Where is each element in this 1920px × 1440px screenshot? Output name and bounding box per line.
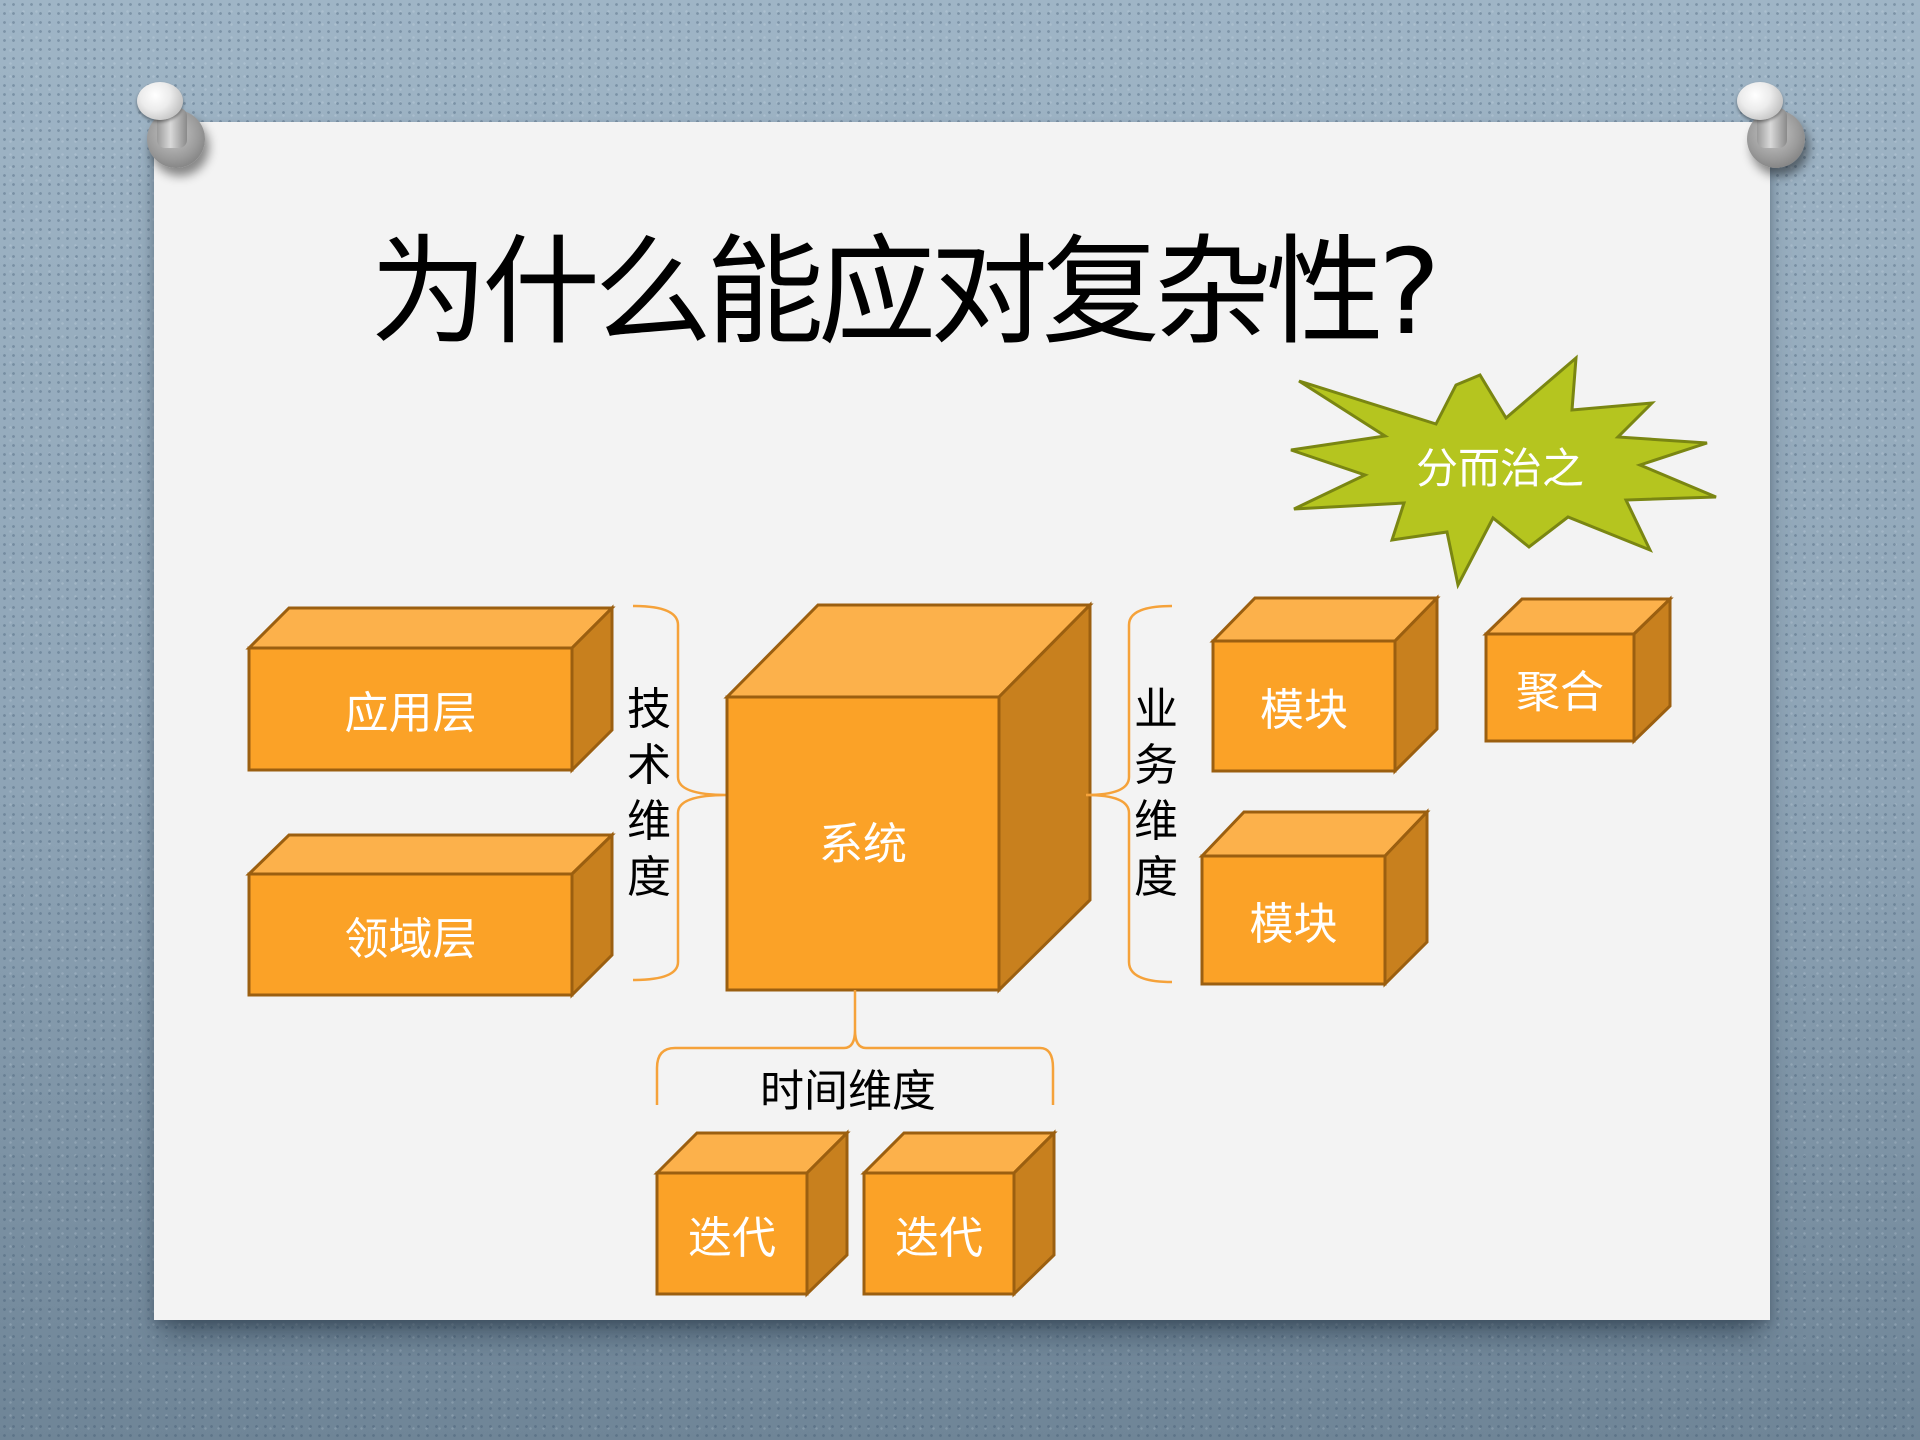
callout-divide-and-conquer: 分而治之 [1415, 443, 1584, 493]
label-module-2: 模块 [1249, 899, 1338, 950]
label-aggregate: 聚合 [1516, 666, 1604, 718]
business-dimension-label: 业 务 维 度 [1134, 684, 1178, 903]
starburst-callout-shape [1290, 354, 1717, 590]
box-module-2 [1198, 808, 1431, 988]
label-system: 系统 [819, 819, 907, 870]
box-iteration-2 [860, 1129, 1058, 1298]
label-iteration-1: 迭代 [688, 1212, 776, 1264]
box-application-layer [245, 604, 616, 774]
time-dimension-label: 时间维度 [760, 1066, 936, 1117]
time-bracket [655, 990, 1055, 1105]
pushpin-left-icon [135, 82, 215, 172]
box-aggregate [1482, 595, 1674, 745]
box-module-1 [1209, 594, 1441, 775]
business-bracket [1085, 604, 1173, 984]
box-system-cube [723, 601, 1094, 994]
label-iteration-2: 迭代 [895, 1212, 983, 1264]
label-domain-layer: 领域层 [344, 913, 477, 965]
box-iteration-1 [653, 1129, 851, 1298]
label-application-layer: 应用层 [344, 688, 477, 739]
technical-dimension-label: 技 术 维 度 [627, 684, 671, 903]
pushpin-right-icon [1735, 82, 1815, 172]
label-module-1: 模块 [1260, 685, 1348, 736]
slide-title: 为什么能应对复杂性? [370, 223, 1441, 361]
box-domain-layer [245, 831, 616, 999]
